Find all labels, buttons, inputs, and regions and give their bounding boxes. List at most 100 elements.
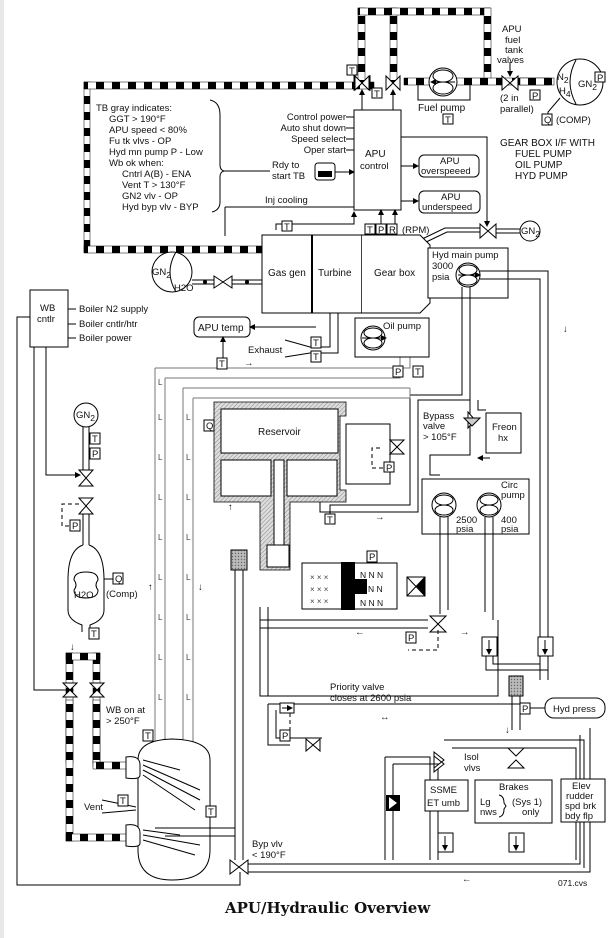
flow-arrow-up-icon: ↑ xyxy=(228,502,233,513)
svg-text:L: L xyxy=(186,573,191,582)
fluid-x-mark: × × × xyxy=(310,585,329,594)
apu-temp-label: APU temp xyxy=(198,323,244,334)
priority-valve-area: P Priority valve closes at 2600 psia ↔ P… xyxy=(259,607,606,753)
gearbox-note-line-3: OIL PUMP xyxy=(515,160,563,171)
bypass-label-2: valve xyxy=(423,421,445,432)
fuel-pump: Fuel pump T xyxy=(417,67,471,126)
apu-control-title: APU xyxy=(365,149,386,160)
brace-icon xyxy=(209,99,225,213)
apu-control-subtitle: control xyxy=(360,161,389,172)
oil-pump-label: Oil pump xyxy=(383,321,421,332)
freon-hx xyxy=(485,412,522,454)
rpm-label: (RPM) xyxy=(402,225,429,236)
flow-arrow-down-icon: ↓ xyxy=(198,582,203,593)
tank-valves-label-1: APU xyxy=(502,24,522,35)
svg-text:L: L xyxy=(158,533,163,542)
pump-pressure-unit: psia xyxy=(456,524,474,535)
water-boiler-supply: GN2 T P P H2O Q (Comp) T ↓ xyxy=(61,402,138,653)
hydraulic-distribution: Isol vlvs SSME ET umb Brakes Lg nws (Sys… xyxy=(384,725,606,888)
input-speed-select: Speed select xyxy=(291,134,346,145)
spd-brk-label: spd brk xyxy=(565,801,596,812)
svg-text:L: L xyxy=(158,493,163,502)
hydraulic-lines: Freon hx Bypass valve > 105°F ↓ xyxy=(329,270,568,680)
apu-overspeed-indicator xyxy=(418,154,480,178)
svg-text:L: L xyxy=(158,693,163,702)
gearbox-note-line-1: GEAR BOX I/F WITH xyxy=(500,138,595,149)
tb-note-line: Fu tk vlvs - OP xyxy=(109,136,171,147)
hyd-main-pump-label: Hyd main pump xyxy=(432,250,499,261)
flow-arrow-down-icon: ↓ xyxy=(70,642,75,653)
wb-cntlr-label-2: cntlr xyxy=(37,314,55,325)
comp-label: (COMP) xyxy=(556,115,591,126)
exhaust-label: Exhaust xyxy=(248,345,283,356)
byp-vlv-label: Byp vlv xyxy=(252,839,283,850)
svg-text:L: L xyxy=(158,453,163,462)
hyd-press-indicator xyxy=(544,697,606,719)
svg-text:L: L xyxy=(158,613,163,622)
pump-pressure-400: 400 xyxy=(501,515,517,526)
h2o-label: H2O xyxy=(174,283,194,294)
sensor-t-label: T xyxy=(374,89,380,100)
ssme-label: SSME xyxy=(430,785,457,796)
apu-temp-indicator: APU temp T Exhaust T T → xyxy=(193,313,339,370)
circ-pump-label-2: pump xyxy=(501,490,525,501)
gn2-label: GN2 xyxy=(521,226,540,239)
only-label: only xyxy=(522,807,540,818)
nitrogen-n-mark: N N xyxy=(368,584,383,594)
tb-note-line: Hyd mn pump P - Low xyxy=(109,147,203,158)
rdy-to-start-label: Rdy to xyxy=(272,160,299,171)
sensor-t-label: T xyxy=(91,629,97,640)
parallel-label-1: (2 in xyxy=(500,93,518,104)
n2h4-label: N2 xyxy=(557,72,569,85)
gearbox-note-line-4: HYD PUMP xyxy=(515,171,568,182)
injection-cooling-tank: GN2 H2O xyxy=(151,251,262,294)
fuel-tank-valve: APU fuel tank valves (2 in parallel) P xyxy=(497,24,541,115)
circ-pump-label: Circ xyxy=(501,480,518,491)
tank-valves-label-2: fuel xyxy=(505,35,520,46)
sensor-p-label: P xyxy=(386,463,392,474)
sensor-p-label: P xyxy=(532,91,538,102)
freon-label: Freon xyxy=(492,422,517,433)
ssme-et-umb-box xyxy=(424,779,469,812)
h2o-label: H2O xyxy=(74,590,94,601)
sensor-t-label: T xyxy=(445,115,451,126)
tb-note-line: GGT > 190°F xyxy=(109,114,166,125)
svg-text:L: L xyxy=(186,533,191,542)
tb-note-heading: TB gray indicates: xyxy=(96,103,172,114)
wb-on-label: WB on at xyxy=(106,705,145,716)
brakes-label: Brakes xyxy=(499,782,529,793)
svg-text:L: L xyxy=(158,573,163,582)
elev-label: Elev xyxy=(572,781,591,792)
fuel-pump-label: Fuel pump xyxy=(418,103,466,114)
tb-note-line: APU speed < 80% xyxy=(109,125,187,136)
sensor-p-label: P xyxy=(522,704,528,715)
tb-gray-note: TB gray indicates: GGT > 190°F APU speed… xyxy=(96,99,270,213)
pump-pressure-unit: psia xyxy=(501,524,519,535)
rudder-label: rudder xyxy=(566,791,593,802)
sensor-t-label: T xyxy=(313,352,319,363)
figure-id: 071.cvs xyxy=(558,878,587,888)
reservoir: Reservoir Q P T → xyxy=(203,401,419,571)
brakes-box xyxy=(474,779,553,824)
tb-note-line: Wb ok when: xyxy=(109,158,164,169)
gn2-label: GN2 xyxy=(152,267,171,280)
sensor-t-label: T xyxy=(120,796,126,807)
reservoir-label: Reservoir xyxy=(258,427,301,438)
sys1-label: (Sys 1) xyxy=(512,797,542,808)
sensor-t-label: T xyxy=(327,515,333,526)
fuel-valve-1 xyxy=(353,74,371,92)
pump-pressure-2500: 2500 xyxy=(456,515,477,526)
sensor-t-label: T xyxy=(349,66,355,77)
fuel-sensor-t-top: T xyxy=(346,64,358,77)
apu-gn2-valve: GN2 xyxy=(419,220,541,245)
sensor-p-label: P xyxy=(378,225,384,236)
sensor-r-label: R xyxy=(389,225,396,236)
apu-body: Gas gen Turbine Gear box xyxy=(261,234,431,314)
flow-arrow-left-icon: ← xyxy=(462,874,472,885)
tb-note-subline: Vent T > 130°F xyxy=(122,180,186,191)
apu-control: APU control Control power Auto shut down… xyxy=(224,89,490,236)
sensor-t-label: T xyxy=(208,807,214,818)
flow-arrow-down-icon: ↓ xyxy=(563,324,568,335)
vent-label: Vent xyxy=(84,802,103,813)
